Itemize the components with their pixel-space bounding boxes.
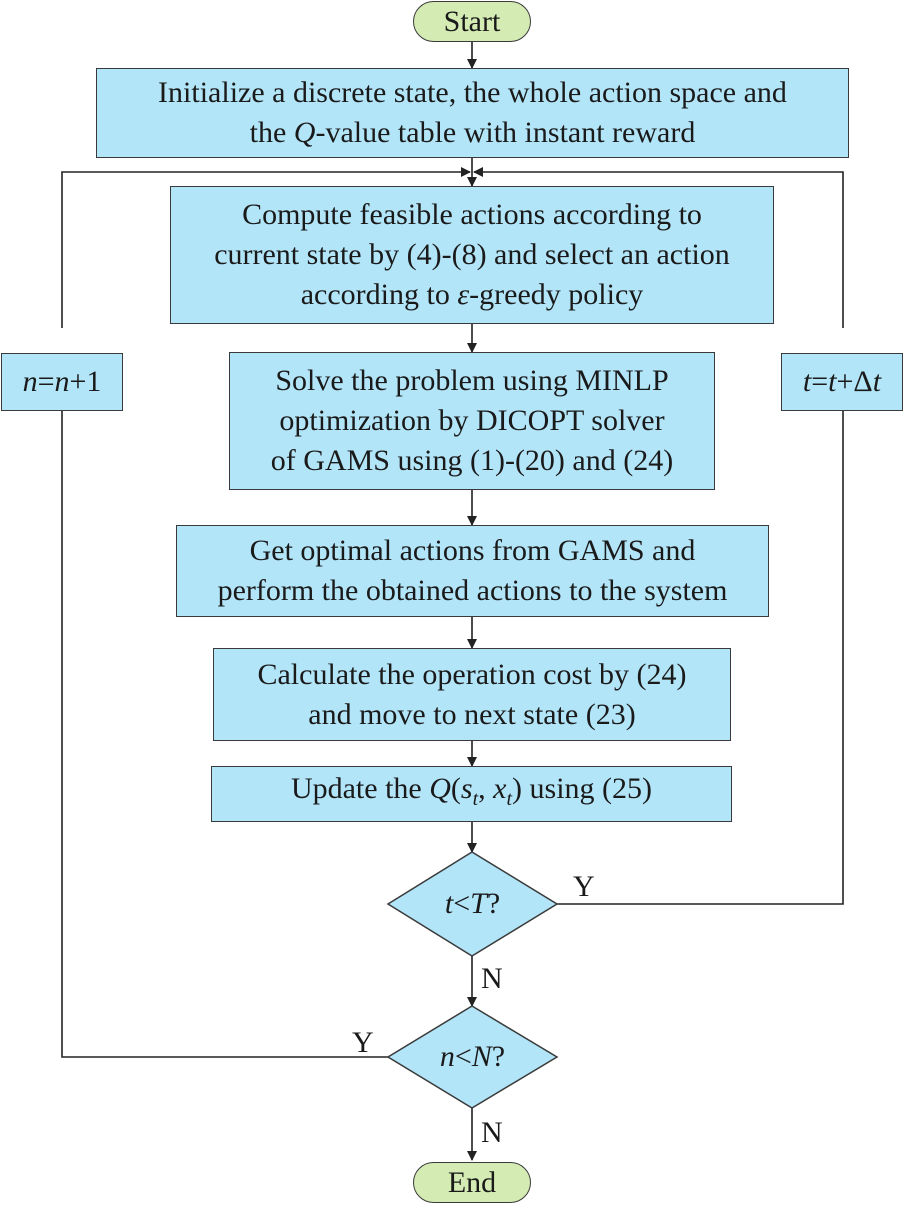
arrow-n-increment-loop [61,167,471,328]
calc-line-2: and move to next state (23) [308,697,636,731]
start-label: Start [443,4,501,38]
decision-t-label: t<T? [444,887,501,920]
init-line-1: Initialize a discrete state, the whole a… [158,76,787,109]
edge-label-n-no: N [481,1116,503,1149]
solve-step: Solve the problem using MINLP optimizati… [229,352,715,490]
decision-n-label: n<N? [439,1040,506,1073]
edge-label-t-yes: Y [573,870,595,903]
calculate-cost-step: Calculate the operation cost by (24) and… [213,648,731,741]
compute-line-1: Compute feasible actions according to [242,198,702,231]
update-q-step: Update the Q(st, xt) using (25) [211,766,732,822]
compute-step: Compute feasible actions according to cu… [170,186,774,324]
get-actions-step: Get optimal actions from GAMS and perfor… [176,525,769,617]
solve-line-2: optimization by DICOPT solver [279,404,665,437]
edge-label-t-no: N [481,962,503,995]
init-step: Initialize a discrete state, the whole a… [96,68,849,158]
edge-label-n-yes: Y [352,1026,374,1059]
update-label: Update the Q(st, xt) using (25) [290,772,653,810]
compute-line-2: current state by (4)-(8) and select an a… [214,238,730,271]
end-label: End [447,1165,497,1199]
compute-line-3: according to ε-greedy policy [300,278,644,311]
init-line-2: the Q-value table with instant reward [249,116,696,149]
end-node: End [413,1162,531,1203]
get-line-2: perform the obtained actions to the syst… [217,574,728,607]
arrow-t-increment-loop [473,167,844,328]
n-increment-step: n=n+1 [1,353,123,411]
decision-n-diamond [386,1005,559,1109]
decision-t-diamond [386,851,559,957]
get-line-1: Get optimal actions from GAMS and [249,534,696,567]
solve-line-1: Solve the problem using MINLP [275,364,669,397]
arrow-decision-n-yes-to-n-increment [57,387,388,1058]
start-node: Start [413,1,531,42]
calc-line-1: Calculate the operation cost by (24) [257,657,687,691]
solve-line-3: of GAMS using (1)-(20) and (24) [270,444,674,477]
arrow-decision-t-yes-to-t-increment [557,387,848,905]
